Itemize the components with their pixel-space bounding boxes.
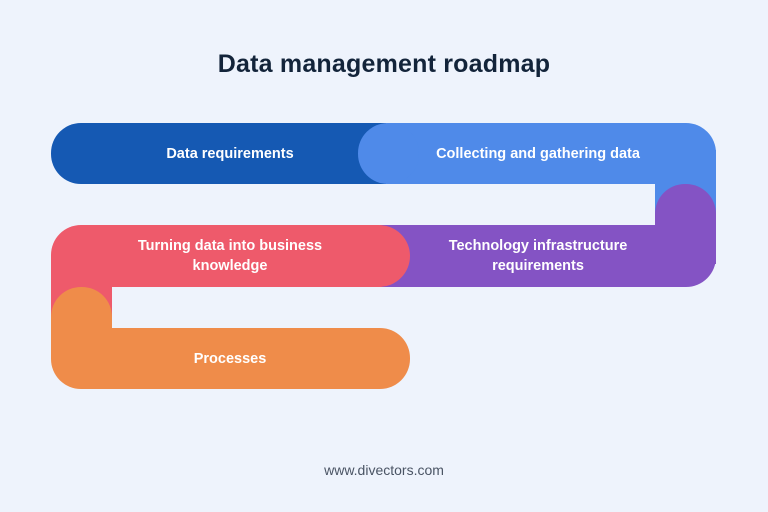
step-processes-shape [51, 328, 410, 389]
step-collecting-cap [358, 123, 419, 184]
footer-url: www.divectors.com [324, 462, 444, 478]
step-label-data-requirements: Data requirements [166, 145, 294, 162]
step-label-processes: Processes [193, 350, 267, 367]
step-data-requirements-shape [51, 123, 386, 184]
step-label-turning-data: Turning data into business knowledge [137, 238, 323, 274]
step-technology-shape [380, 225, 716, 287]
page-title: Data management roadmap [217, 50, 551, 78]
step-label-technology: Technology infrastructure requirements [448, 238, 628, 274]
step-label-collecting: Collecting and gathering data [436, 145, 640, 162]
